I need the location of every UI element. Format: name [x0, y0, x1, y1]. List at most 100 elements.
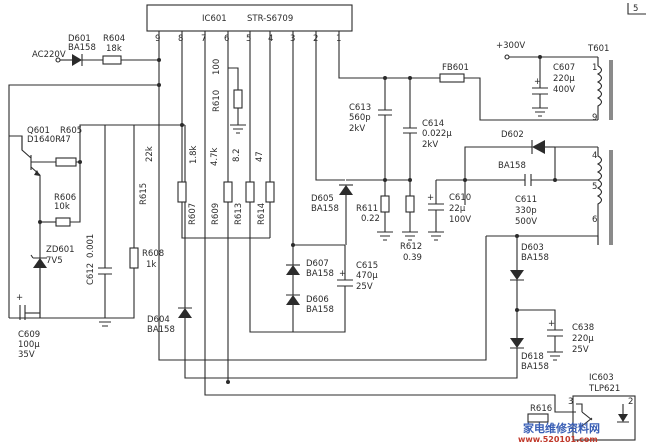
r604-val: 18k — [106, 44, 122, 54]
d605-r611: D605 BA158 R611 0.22 — [311, 31, 393, 245]
d618-ref: D618 — [521, 352, 544, 362]
t601-pin-4: 4 — [592, 151, 597, 161]
ac220v-label: AC220V — [32, 50, 66, 60]
t601-pin-1: 1 — [592, 63, 597, 73]
d603-c638-d618: D603 BA158 + C638 220μ 25V D618 BA158 — [445, 234, 599, 379]
r615-r607: R615 22k R607 1.8k — [139, 31, 270, 239]
t601-pin-5: 5 — [592, 182, 597, 192]
d602-ref: D602 — [501, 130, 524, 140]
c609-cap: 100μ — [18, 340, 40, 350]
d604-part: BA158 — [147, 325, 175, 335]
t601-ref: T601 — [587, 44, 609, 54]
r610: 100 R610 — [212, 59, 246, 134]
ic601-pin-5: 5 — [246, 34, 251, 44]
fb601-ref: FB601 — [442, 63, 469, 73]
r604-ref: R604 — [103, 34, 125, 44]
c614-cap: 0.022μ — [422, 129, 452, 139]
r607-val: 1.8k — [189, 145, 199, 164]
q601-section: Q601 D1640R R605 47 R606 10k ZD601 7V5 +… — [8, 124, 185, 360]
r610-val: 100 — [212, 59, 222, 75]
r616-ref: R616 — [530, 404, 552, 414]
d602-part: BA158 — [498, 161, 526, 171]
r608-val: 1k — [146, 260, 156, 270]
r609: R609 4.7k — [210, 31, 233, 384]
c612-ref: C612 — [86, 263, 96, 285]
zd601-val: 7V5 — [46, 256, 63, 266]
d605-part: BA158 — [311, 204, 339, 214]
ic601-pin-6: 6 — [224, 34, 229, 44]
r612-ref: R612 — [400, 242, 422, 252]
c615-cap: 470μ — [356, 271, 378, 281]
ic601-pin-7: 7 — [201, 34, 206, 44]
r606-ref: R606 — [54, 193, 76, 203]
c607: +300V + C607 220μ 400V — [496, 41, 598, 117]
c638-plus: + — [548, 319, 555, 329]
c612-r608: 0.001 C612 R608 1k — [9, 125, 164, 327]
ic603-part: TLP621 — [588, 384, 620, 394]
r605-ref: R605 — [60, 126, 82, 136]
watermark: 家电维修资料网 www.520101.com — [518, 421, 600, 444]
c613-ref: C613 — [349, 103, 371, 113]
r613: R613 8.2 — [232, 31, 346, 333]
c607-cap: 220μ — [553, 74, 575, 84]
d618-part: BA158 — [521, 362, 549, 372]
ic601-part: STR-S6709 — [247, 14, 293, 24]
c610-cap: 22μ — [449, 204, 466, 214]
c609-plus: + — [16, 293, 23, 303]
r610-ref: R610 — [212, 90, 222, 112]
r615-ref: R615 — [139, 183, 149, 205]
r609-ref: R609 — [211, 203, 221, 225]
c610-ref: C610 — [449, 193, 471, 203]
d604: D604 BA158 — [147, 125, 445, 379]
d602-c611-c610: D602 BA158 C611 330p 500V + C610 22μ 100… — [427, 130, 598, 241]
c615-volt: 25V — [356, 282, 373, 292]
d601-part: BA158 — [68, 43, 96, 53]
c609-ref: C609 — [18, 330, 40, 340]
ic603-ref: IC603 — [589, 373, 614, 383]
t601: T601 1 9 4 5 6 — [587, 44, 613, 245]
c615: + C615 470μ 25V — [337, 245, 378, 303]
ic601: IC601 STR-S6709 9 8 7 6 5 4 3 2 1 — [146, 4, 353, 44]
c614-volt: 2kV — [422, 140, 438, 150]
c613-volt: 2kV — [349, 124, 365, 134]
corner-mark: 5 — [633, 4, 638, 14]
c615-ref: C615 — [356, 261, 378, 271]
c638-ref: C638 — [572, 323, 594, 333]
watermark-url: www.520101.com — [518, 435, 598, 444]
r615-val: 22k — [145, 146, 155, 162]
c611-cap: 330p — [515, 206, 537, 216]
d603-part: BA158 — [521, 253, 549, 263]
q601-part: D1640R — [27, 135, 61, 145]
d607-part: BA158 — [306, 269, 334, 279]
r608-ref: R608 — [142, 249, 164, 259]
c614-ref: C614 — [422, 119, 444, 129]
c615-plus: + — [339, 269, 346, 279]
r614: R614 47 — [255, 31, 275, 238]
c607-plus: + — [534, 77, 541, 87]
c613-cap: 560p — [349, 113, 371, 123]
ic601-pin-9: 9 — [155, 34, 160, 44]
input-section: AC220V D601 BA158 R604 18k — [32, 34, 161, 66]
r613-val: 8.2 — [232, 148, 242, 162]
c611-volt: 500V — [515, 217, 537, 227]
c607-ref: C607 — [553, 63, 575, 73]
t601-pin-6: 6 — [592, 215, 597, 225]
c611-ref: C611 — [515, 195, 537, 205]
c607-volt: 400V — [553, 85, 575, 95]
r609-val: 4.7k — [210, 147, 220, 166]
d601-ref: D601 — [68, 34, 91, 44]
r611-val: 0.22 — [361, 214, 380, 224]
c610-plus: + — [427, 193, 434, 203]
d606-ref: D606 — [306, 295, 329, 305]
c610-volt: 100V — [449, 215, 471, 225]
d606-part: BA158 — [306, 305, 334, 315]
r611-ref: R611 — [356, 204, 378, 214]
d607-d606: D607 BA158 D606 BA158 — [286, 31, 345, 332]
ic601-pin-4: 4 — [268, 34, 273, 44]
ic601-pin-8: 8 — [178, 34, 183, 44]
d604-ref: D604 — [147, 315, 170, 325]
r614-ref: R614 — [257, 203, 267, 225]
c638-volt: 25V — [572, 345, 589, 355]
r606-val: 10k — [54, 202, 70, 212]
c609-volt: 35V — [18, 350, 35, 360]
